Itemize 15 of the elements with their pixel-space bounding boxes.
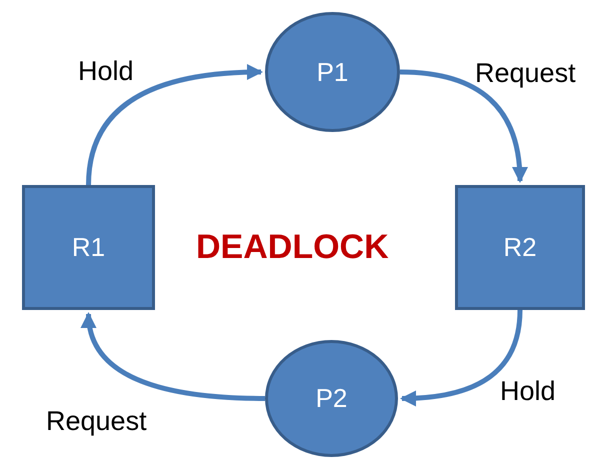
edge-label: Hold (500, 376, 556, 407)
node-label: R1 (72, 232, 106, 263)
arrow (82, 312, 266, 401)
node-label: P2 (316, 383, 348, 414)
edge-label: Hold (78, 56, 134, 87)
deadlock-label: DEADLOCK (196, 228, 389, 267)
resource-box (22, 185, 155, 310)
resource-box (455, 185, 585, 310)
arrow (400, 70, 528, 183)
arrow (400, 310, 522, 406)
edge-label: Request (475, 58, 576, 89)
arrow (86, 64, 263, 186)
node-label: P1 (316, 56, 348, 88)
node-label: R2 (503, 232, 537, 263)
edge-label: Request (46, 406, 147, 437)
